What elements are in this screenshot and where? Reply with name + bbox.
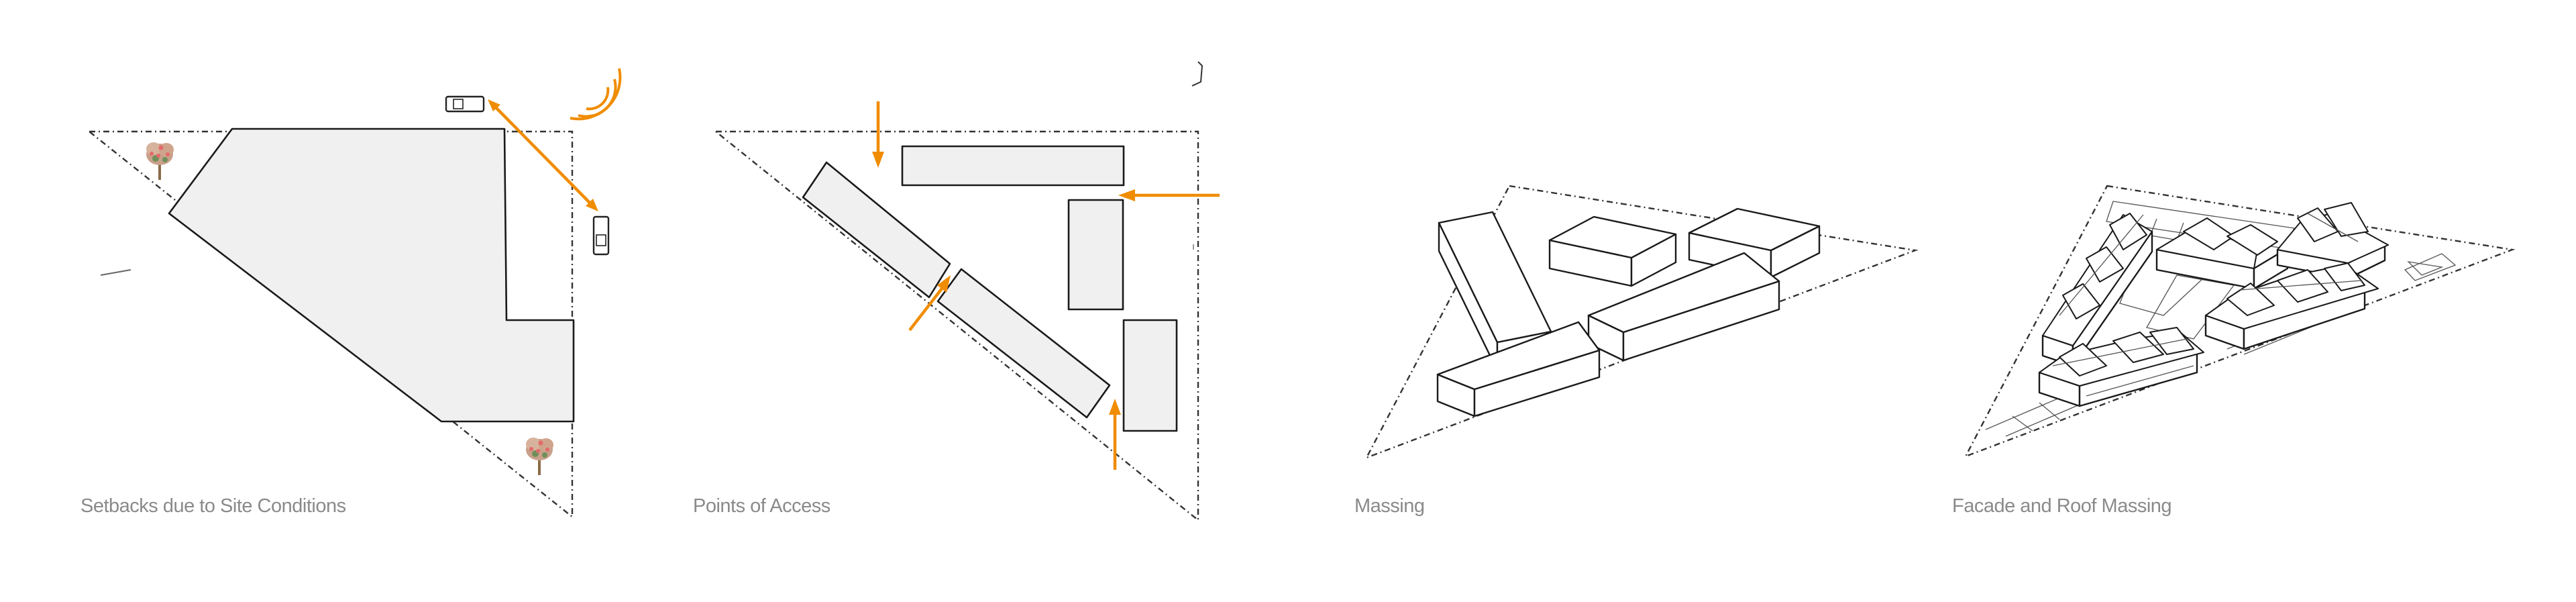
panel-caption: Setbacks due to Site Conditions: [80, 495, 346, 517]
tree-icon: [526, 438, 553, 475]
access-arrow-icon: [872, 101, 884, 168]
building-block: [802, 161, 951, 299]
buildable-area: [168, 128, 575, 423]
panel-caption: Points of Access: [693, 495, 830, 517]
noise-wave-icon: [570, 68, 622, 121]
panel-caption: Massing: [1354, 495, 1425, 517]
site-boundary: [1364, 185, 1919, 460]
panel-facade-roof-massing: Facade and Roof Massing: [1952, 185, 2516, 517]
tree-icon: [146, 142, 174, 180]
massing-block: [1436, 321, 1601, 417]
building-block: [901, 145, 1125, 187]
building-with-roof: [2204, 262, 2379, 350]
boundary-mark: [1191, 61, 1203, 87]
car-icon: [592, 215, 610, 256]
building-with-roof: [2038, 327, 2204, 407]
panel-points-of-access: Points of Access: [693, 61, 1220, 522]
building-with-roof: [2155, 217, 2289, 290]
access-arrow-icon: [1109, 399, 1121, 470]
building-block: [1122, 319, 1178, 432]
access-arrow-icon: [1118, 189, 1220, 201]
massing-block: [1587, 252, 1780, 362]
massing-block: [1548, 215, 1677, 287]
access-arrow-icon: [908, 275, 951, 332]
access-arrow-icon: [488, 99, 598, 211]
site-boundary: [713, 130, 1199, 522]
panel-caption: Facade and Roof Massing: [1952, 495, 2171, 517]
car-icon: [445, 95, 485, 113]
building-with-roof: [2276, 202, 2389, 280]
stray-mark: [100, 269, 131, 276]
panel-setbacks: Setbacks due to Site Conditions: [80, 68, 622, 519]
building-block: [1067, 199, 1124, 311]
building-with-roof: [2041, 213, 2153, 367]
panel-massing: Massing: [1354, 185, 1919, 517]
